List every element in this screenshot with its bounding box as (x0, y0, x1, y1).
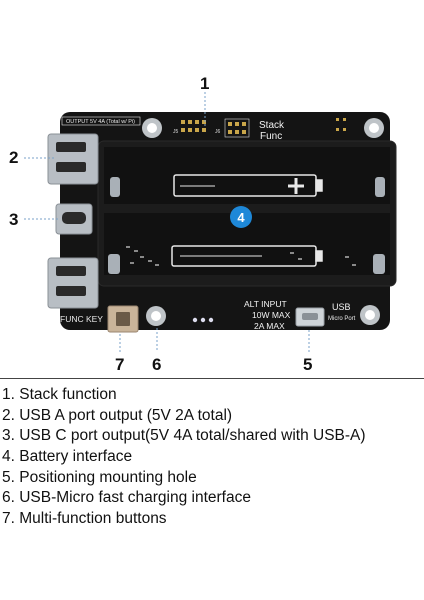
legend-item-1: 1. Stack function (2, 386, 117, 403)
usb-a-port-top (47, 133, 99, 185)
silk-j6: J6 (215, 129, 221, 135)
silk-usb: USB (332, 302, 351, 312)
silk-stack: Stack (259, 120, 285, 131)
legend-item-2: 2. USB A port output (5V 2A total) (2, 406, 233, 424)
callout-2: 2 (9, 148, 19, 167)
callout-5: 5 (303, 355, 313, 374)
smd-components (126, 246, 356, 266)
silk-func-key: FUNC KEY (60, 314, 103, 324)
battery-contacts (108, 177, 385, 274)
battery-symbol-top (173, 174, 323, 197)
mounting-hole-top-right (364, 118, 384, 138)
callout-6: 6 (152, 355, 162, 374)
legend-item-3: 3. USB C port output(5V 4A total/shared … (2, 427, 366, 445)
callout-1: 1 (200, 74, 210, 93)
silk-alt-input: ALT INPUT (244, 299, 287, 309)
legend-item-7: 7. Multi-function buttons (2, 510, 167, 528)
mounting-hole-bottom-left (146, 306, 166, 326)
battery-marker (230, 206, 252, 228)
legend-item-4: 4. Battery interface (2, 448, 133, 466)
func-button (107, 305, 139, 333)
silk-micro-port: Micro Port (328, 316, 356, 322)
legend-separator (0, 378, 424, 379)
stack-header-pins (181, 118, 346, 134)
silk-2a-max: 2A MAX (254, 321, 285, 331)
usb-a-port-bottom (47, 257, 99, 309)
status-leds (192, 317, 214, 323)
mounting-hole-bottom-right (360, 305, 380, 325)
legend-item-5: 5. Positioning mounting hole (2, 468, 197, 486)
battery-symbol-bottom (171, 245, 323, 267)
callout-3: 3 (9, 210, 19, 229)
silk-func: Func (260, 131, 282, 142)
silk-10w-max: 10W MAX (252, 310, 291, 320)
battery-marker-number: 4 (237, 210, 245, 225)
mounting-hole-top-left (142, 118, 162, 138)
silk-output-label: OUTPUT 5V 4A (Total w/ Pi) (66, 119, 135, 125)
legend-item-6: 6. USB-Micro fast charging interface (2, 489, 251, 507)
usb-c-port (55, 203, 93, 235)
silk-j5: J5 (173, 129, 179, 135)
legend-list: 1. Stack function 2. USB A port output (… (0, 385, 424, 530)
micro-usb-port (295, 307, 325, 327)
callout-7: 7 (115, 355, 125, 374)
callout-lines (24, 92, 310, 352)
board-diagram: OUTPUT 5V 4A (Total w/ Pi) J5 J6 GND VBA… (24, 92, 397, 352)
